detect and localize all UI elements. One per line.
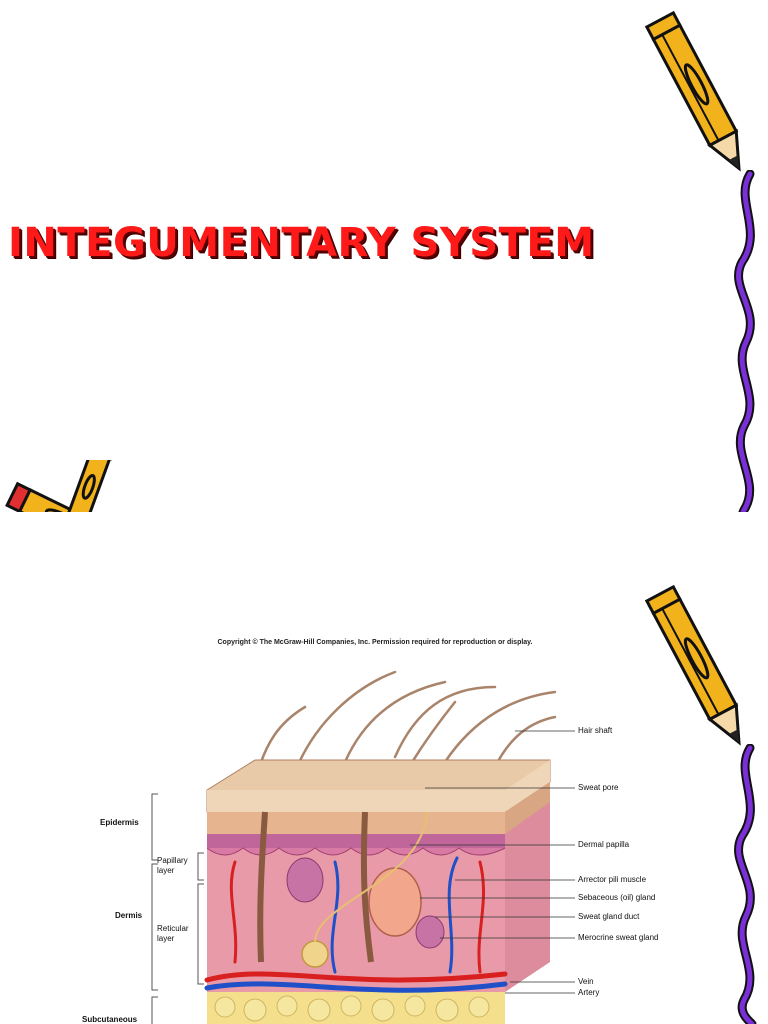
label-dermal-papilla: Dermal papilla <box>578 840 630 849</box>
slide-2: Copyright © The McGraw-Hill Companies, I… <box>0 512 768 1024</box>
label-arrector-pili-muscle: Arrector pili muscle <box>578 875 647 884</box>
skin-cross-section-illustration <box>204 670 557 1024</box>
label-sweat-pore: Sweat pore <box>578 783 619 792</box>
label-sebaceous-gland: Sebaceous (oil) gland <box>578 893 656 902</box>
label-subcutaneous: Subcutaneous <box>82 1015 138 1024</box>
copyright-notice: Copyright © The McGraw-Hill Companies, I… <box>217 639 533 646</box>
label-epidermis: Epidermis <box>100 818 139 827</box>
purple-squiggle <box>734 744 757 1024</box>
slide-1: INTEGUMENTARY SYSTEM <box>5 10 755 512</box>
leader-lines <box>151 730 575 1024</box>
label-papillary-layer: Papillary layer <box>157 856 188 875</box>
label-merocrine-sweat-gland: Merocrine sweat gland <box>578 933 659 942</box>
label-artery: Artery <box>578 988 600 997</box>
pencil-icon <box>644 584 741 746</box>
label-sweat-gland-duct: Sweat gland duct <box>578 912 640 921</box>
label-dermis: Dermis <box>115 911 143 920</box>
slide-title: INTEGUMENTARY SYSTEM <box>8 220 595 266</box>
crossed-pencils-icon <box>5 460 112 512</box>
label-reticular-layer: Reticular layer <box>157 924 189 943</box>
purple-squiggle <box>734 170 755 512</box>
label-hair-shaft: Hair shaft <box>578 726 613 735</box>
pencil-icon <box>644 10 741 172</box>
label-vein: Vein <box>578 977 594 986</box>
